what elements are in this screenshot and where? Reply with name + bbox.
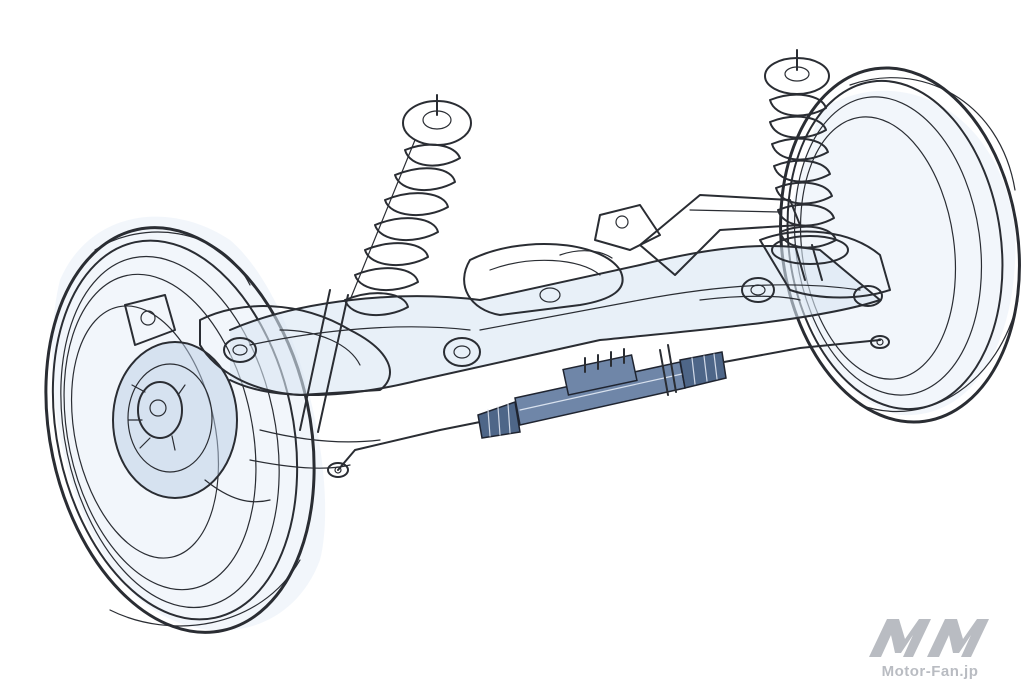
right-strut: [764, 49, 849, 281]
right-tire: [779, 66, 1021, 424]
subframe: [199, 194, 891, 396]
detail-strokes: [204, 250, 801, 503]
steering-rack: [327, 335, 890, 478]
watermark: Motor-Fan.jp: [850, 613, 1010, 680]
left-hub: [112, 294, 238, 499]
watermark-site-text: Motor-Fan.jp: [881, 663, 979, 680]
mf-logo-icon: [869, 619, 989, 657]
left-strut: [299, 94, 472, 433]
